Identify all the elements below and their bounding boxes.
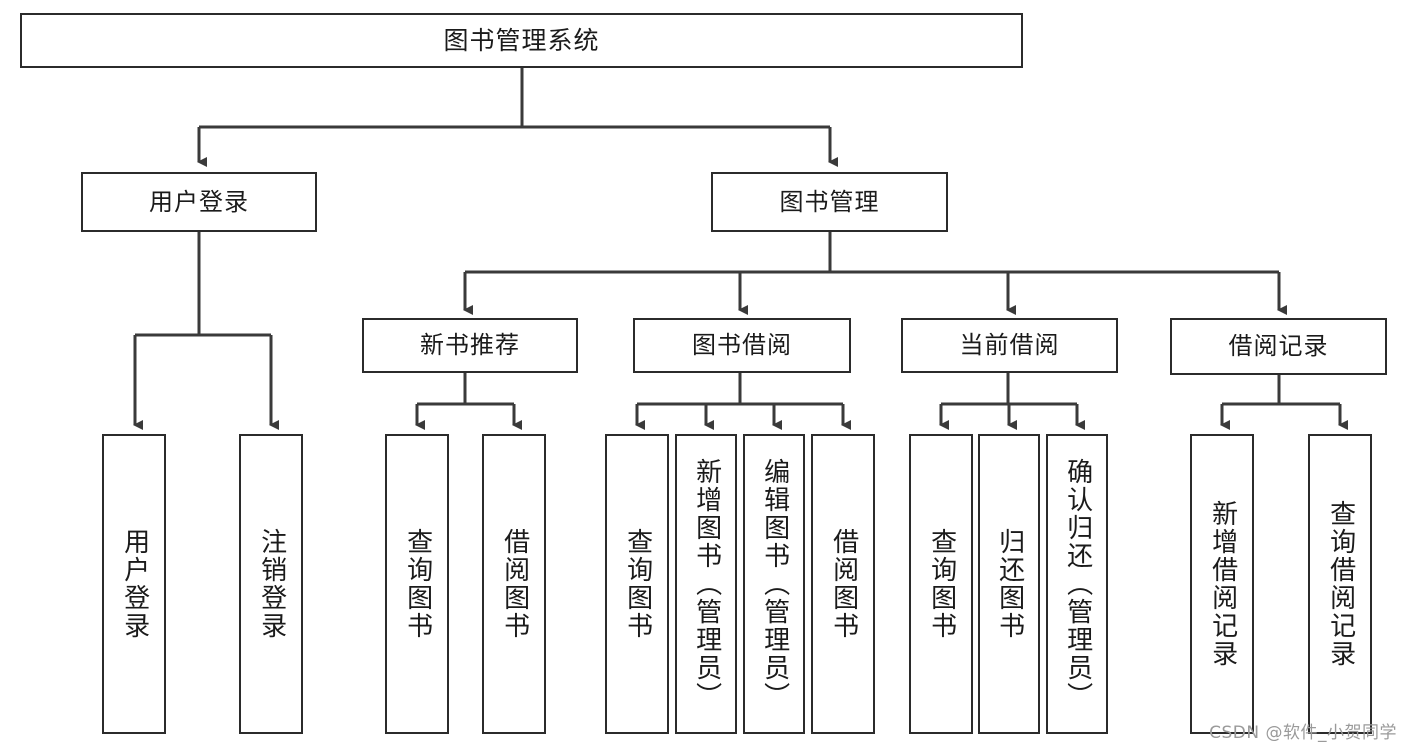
node-leaf-add-borrow-record[interactable]: 新增借阅记录 <box>1190 434 1254 734</box>
node-label: 用户登录 <box>149 187 249 216</box>
node-label: 注销登录 <box>256 528 287 640</box>
node-label: 当前借阅 <box>959 331 1060 360</box>
node-borrow-record[interactable]: 借阅记录 <box>1170 318 1387 375</box>
node-leaf-query-book-current[interactable]: 查询图书 <box>909 434 973 734</box>
node-label: 查询图书 <box>402 528 433 640</box>
node-book-borrow[interactable]: 图书借阅 <box>633 318 851 373</box>
node-label: 查询图书 <box>926 528 957 640</box>
node-label: 新增图书（管理员） <box>691 458 722 710</box>
node-leaf-user-login[interactable]: 用户登录 <box>102 434 166 734</box>
node-leaf-query-book-recommend[interactable]: 查询图书 <box>385 434 449 734</box>
node-label: 确认归还（管理员） <box>1062 458 1093 710</box>
node-label: 借阅记录 <box>1228 332 1329 361</box>
node-leaf-query-borrow-record[interactable]: 查询借阅记录 <box>1308 434 1372 734</box>
node-label: 归还图书 <box>994 528 1025 640</box>
node-leaf-logout-login[interactable]: 注销登录 <box>239 434 303 734</box>
node-leaf-borrow-book-recommend[interactable]: 借阅图书 <box>482 434 546 734</box>
node-leaf-query-book-borrow[interactable]: 查询图书 <box>605 434 669 734</box>
node-label: 用户登录 <box>119 528 150 640</box>
node-label: 借阅图书 <box>828 528 859 640</box>
node-new-book-recommend[interactable]: 新书推荐 <box>362 318 578 373</box>
node-label: 图书管理 <box>779 187 880 216</box>
node-label: 图书管理系统 <box>443 25 600 55</box>
node-leaf-borrow-book-borrow[interactable]: 借阅图书 <box>811 434 875 734</box>
node-current-borrow[interactable]: 当前借阅 <box>901 318 1118 373</box>
csdn-watermark: CSDN @软件_小贺同学 <box>1209 723 1397 743</box>
node-label: 新增借阅记录 <box>1207 500 1238 668</box>
node-label: 借阅图书 <box>499 528 530 640</box>
node-user-login[interactable]: 用户登录 <box>81 172 317 232</box>
node-leaf-confirm-return-admin[interactable]: 确认归还（管理员） <box>1046 434 1108 734</box>
node-label: 新书推荐 <box>420 331 520 360</box>
node-label: 查询图书 <box>622 528 653 640</box>
node-label: 查询借阅记录 <box>1325 500 1356 668</box>
node-book-management[interactable]: 图书管理 <box>711 172 948 232</box>
node-leaf-return-book[interactable]: 归还图书 <box>978 434 1040 734</box>
node-leaf-add-book-admin[interactable]: 新增图书（管理员） <box>675 434 737 734</box>
node-label: 图书借阅 <box>692 331 792 360</box>
node-leaf-edit-book-admin[interactable]: 编辑图书（管理员） <box>743 434 805 734</box>
node-root-book-management-system[interactable]: 图书管理系统 <box>20 13 1023 68</box>
node-label: 编辑图书（管理员） <box>759 458 790 710</box>
